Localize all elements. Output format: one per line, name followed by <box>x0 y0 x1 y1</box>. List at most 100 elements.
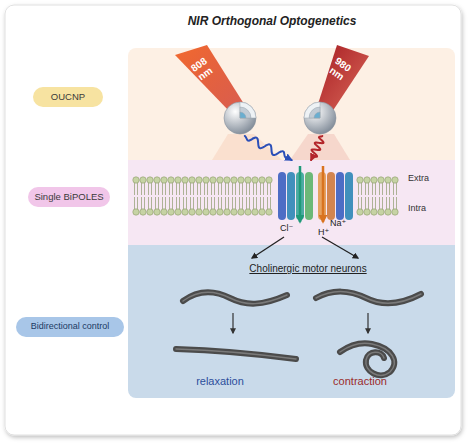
section-label: Single BiPOLES <box>34 192 103 202</box>
side-label: Extra <box>408 174 429 184</box>
lipid-tail <box>156 197 159 210</box>
lipid-head <box>266 209 272 215</box>
channel-helix <box>278 172 286 220</box>
membrane-band: ExtraIntraCl⁻Na⁺H⁺ <box>128 160 455 245</box>
section-pill: Single BiPOLES <box>28 187 110 207</box>
nanoparticle-layer <box>314 112 320 118</box>
lipid-head <box>378 177 384 183</box>
lipid-tail <box>142 182 145 195</box>
lipid-tail <box>387 182 390 195</box>
lipid-tail <box>163 197 166 210</box>
lipid-head <box>224 209 230 215</box>
behavior-label: relaxation <box>180 375 260 387</box>
neuron-label: Cholinergic motor neurons <box>188 263 428 274</box>
lipid-head <box>385 177 391 183</box>
lipid-head <box>259 177 265 183</box>
lipid-tail <box>135 197 138 210</box>
transition-arrow <box>367 313 368 333</box>
lipid-tail <box>226 197 229 210</box>
lipid-head <box>196 177 202 183</box>
worm <box>340 343 394 375</box>
lipid-tail <box>219 197 222 210</box>
lipid-head <box>385 209 391 215</box>
lipid-head <box>364 209 370 215</box>
lipid-head <box>189 209 195 215</box>
lipid-tail <box>268 182 271 195</box>
lipid-tail <box>170 197 173 210</box>
lipid-head <box>371 177 377 183</box>
section-label: Bidirectional control <box>31 322 110 332</box>
lipid-tail <box>373 182 376 195</box>
laser-beam <box>175 45 244 112</box>
lipid-head <box>189 177 195 183</box>
lipid-tail <box>219 182 222 195</box>
lipid-head <box>217 209 223 215</box>
lipid-tail <box>261 182 264 195</box>
lipid-tail <box>387 197 390 210</box>
worm <box>176 349 296 359</box>
worm <box>183 292 287 303</box>
ion-label: Na⁺ <box>330 219 346 229</box>
lipid-head <box>245 177 251 183</box>
lipid-tail <box>380 182 383 195</box>
lipid-tail <box>366 197 369 210</box>
channel-helix <box>327 172 335 220</box>
lipid-head <box>147 177 153 183</box>
nanoparticle-band <box>128 48 455 172</box>
lipid-tail <box>359 197 362 210</box>
lipid-tail <box>142 197 145 210</box>
behavior-band: Cholinergic motor neuronsrelaxationcontr… <box>128 245 455 398</box>
worm-highlight <box>340 343 394 375</box>
lipid-head <box>154 209 160 215</box>
wavy-light-arrow <box>311 136 323 160</box>
lipid-head <box>161 209 167 215</box>
lipid-tail <box>198 182 201 195</box>
lipid-head <box>182 177 188 183</box>
lipid-tail <box>135 182 138 195</box>
laser-beam-shape <box>170 44 258 136</box>
section-pill: Bidirectional control <box>16 317 124 337</box>
lipid-head <box>357 209 363 215</box>
lipid-tail <box>254 197 257 210</box>
lipid-head <box>238 209 244 215</box>
lipid-tail <box>170 182 173 195</box>
lipid-tail <box>149 182 152 195</box>
lipid-head <box>168 177 174 183</box>
lipid-tail <box>394 182 397 195</box>
nanoparticle-layer <box>309 107 320 118</box>
lipid-tail <box>247 182 250 195</box>
lipid-head <box>140 209 146 215</box>
diagram-title: NIR Orthogonal Optogenetics <box>150 15 394 28</box>
lipid-tail <box>163 182 166 195</box>
lipid-head <box>140 177 146 183</box>
lipid-head <box>266 177 272 183</box>
lipid-tail <box>373 197 376 210</box>
transition-arrow <box>232 313 233 333</box>
lipid-tail <box>191 182 194 195</box>
lipid-head <box>392 209 398 215</box>
lipid-tail <box>156 182 159 195</box>
lipid-tail <box>177 197 180 210</box>
worm-highlight <box>316 292 421 304</box>
lipid-tail <box>366 182 369 195</box>
lipid-tail <box>233 197 236 210</box>
lipid-head <box>133 177 139 183</box>
nanoparticle-layer <box>240 107 251 118</box>
lipid-tail <box>394 197 397 210</box>
ion-flow-arrow <box>299 166 302 222</box>
lipid-tail <box>261 197 264 210</box>
lipid-head <box>182 209 188 215</box>
lipid-tail <box>240 182 243 195</box>
emission-glow <box>212 134 282 160</box>
nanoparticle-layer <box>240 112 246 118</box>
lipid-head <box>203 177 209 183</box>
laser-beam <box>318 45 369 112</box>
wavy-light-arrow <box>245 136 292 160</box>
lipid-tail <box>254 182 257 195</box>
nanoparticle <box>304 102 336 134</box>
lipid-tail <box>247 197 250 210</box>
lipid-tail <box>212 197 215 210</box>
lipid-head <box>245 209 251 215</box>
worm-highlight <box>176 349 296 359</box>
